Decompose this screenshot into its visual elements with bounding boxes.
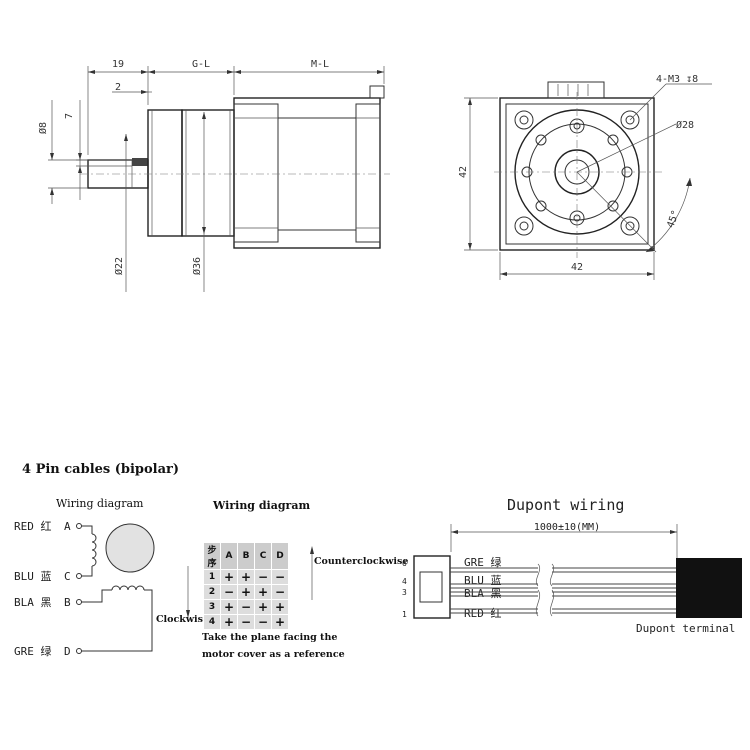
table-header: A [220, 542, 238, 570]
angle-arc [645, 177, 691, 253]
pin-gre-label: GRE 绿 [14, 644, 52, 658]
table-cell: − [254, 569, 272, 585]
table-header: D [271, 542, 289, 570]
pin-d-letter: D [64, 645, 71, 658]
table-cell: + [220, 599, 238, 615]
connector-stub [369, 85, 385, 99]
table-cell: + [254, 584, 272, 600]
pin-red-label: RED 红 [14, 520, 52, 533]
dim-19: 19 [112, 59, 124, 70]
table-cell: + [220, 614, 238, 630]
wiring-diagram-left: Wiring diagram RED 红 A BLU 蓝 C BLA 黑 B G… [14, 497, 155, 658]
note-line-1: Take the plane facing the [202, 632, 337, 643]
table-cell: − [237, 599, 255, 615]
gearbox-body [181, 109, 235, 237]
cw-label: Clockwise [156, 614, 209, 625]
table-cell: + [254, 599, 272, 615]
table-cell: 4 [203, 614, 221, 630]
coil-ac [91, 533, 97, 567]
dim-holes: 4-M3 ↧8 [656, 74, 698, 85]
front-view: 4-M3 ↧8 Ø28 42 42 45° [458, 74, 712, 280]
table-header: 步序 [203, 542, 221, 570]
coil-bd [111, 585, 145, 591]
rotor-icon [105, 523, 155, 573]
pin-a-letter: A [64, 520, 71, 533]
table-cell: + [271, 614, 289, 630]
dim-height: 42 [458, 166, 469, 178]
table-cell: + [237, 569, 255, 585]
dupont-wiring: Dupont wiring 1000±10(MM) 6 4 3 1 GRE 绿 … [402, 496, 742, 635]
section-title: 4 Pin cables (bipolar) [22, 462, 179, 477]
table-header-row: 步序 A B C D [203, 542, 289, 570]
shaft-flat [132, 158, 148, 166]
dim-dia36: Ø36 [191, 257, 203, 275]
table-cell: − [220, 584, 238, 600]
pin-num-6: 6 [402, 559, 407, 568]
dupont-title: Dupont wiring [507, 496, 624, 514]
table-row: 2 − + + − [203, 584, 289, 600]
pin-bla-label: BLA 黑 [14, 596, 52, 609]
pin-blu-label: BLU 蓝 [14, 570, 52, 583]
table-row: 1 + + − − [203, 569, 289, 585]
dupont-terminal-block [676, 558, 742, 618]
table-header: C [254, 542, 272, 570]
side-view: 19 G-L M-L 2 Ø8 7 Ø22 Ø36 [37, 59, 390, 292]
dim-width: 42 [571, 262, 583, 273]
table-cell: + [220, 569, 238, 585]
table-row: 3 + − + + [203, 599, 289, 615]
dim-ml: M-L [311, 59, 329, 70]
dim-dia28: Ø28 [676, 119, 694, 131]
pin-c-letter: C [64, 570, 71, 583]
dim-angle: 45° [665, 209, 682, 230]
table-cell: − [237, 614, 255, 630]
pin-num-4: 4 [402, 577, 407, 586]
dim-2: 2 [115, 82, 121, 93]
gearbox-boss [147, 109, 183, 237]
sequence-table: 步序 A B C D 1 + + − − 2 − + + − 3 + − + +… [203, 542, 289, 630]
dupont-blu-label: BLU 蓝 [464, 574, 502, 587]
sequence-diagram: Wiring diagram Counterclockwise Clockwis… [156, 499, 408, 660]
dim-gl: G-L [192, 59, 210, 70]
dim-7: 7 [64, 113, 75, 119]
table-cell: 3 [203, 599, 221, 615]
note-line-2: motor cover as a reference [202, 649, 345, 660]
ccw-label: Counterclockwise [314, 556, 408, 567]
corner-screws [514, 110, 640, 236]
pin-num-3: 3 [402, 588, 407, 597]
wiring-left-title: Wiring diagram [56, 497, 144, 510]
table-cell: − [271, 569, 289, 585]
dupont-gre-label: GRE 绿 [464, 555, 502, 569]
table-cell: − [254, 614, 272, 630]
table-cell: 2 [203, 584, 221, 600]
table-cell: + [271, 599, 289, 615]
dupont-wires [450, 567, 676, 614]
sequence-title: Wiring diagram [212, 499, 310, 512]
pin-num-1: 1 [402, 610, 407, 619]
table-row: 4 + − − + [203, 614, 289, 630]
dupont-terminal-label: Dupont terminal [636, 622, 735, 635]
table-header: B [237, 542, 255, 570]
dupont-length: 1000±10(MM) [534, 522, 600, 533]
table-cell: 1 [203, 569, 221, 585]
motor-body [233, 97, 381, 249]
dim-dia8: Ø8 [37, 122, 49, 134]
top-connector [547, 81, 605, 99]
dupont-bla-label: BLA 黑 [464, 587, 502, 600]
table-cell: + [237, 584, 255, 600]
dupont-housing [413, 555, 451, 619]
table-cell: − [271, 584, 289, 600]
pin-b-letter: B [64, 596, 71, 609]
dim-dia22: Ø22 [113, 257, 125, 275]
